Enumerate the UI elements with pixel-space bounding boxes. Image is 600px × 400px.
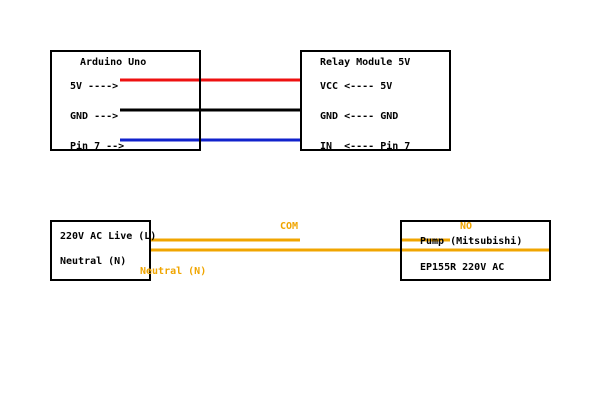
arduino-pin-7-label: Pin 7 -->	[70, 141, 125, 152]
relay-title: Relay Module 5V	[320, 57, 411, 68]
relay-in-label: IN <---- Pin 7	[320, 141, 411, 152]
arduino-uno-box: Arduino Uno 5V ----> GND ---> Pin 7 -->	[50, 50, 201, 152]
ac-source-box: 220V AC Live (L) Neutral (N)	[50, 220, 156, 281]
pump-box: Pump (Mitsubishi) EP155R 220V AC	[400, 220, 551, 281]
ac-neutral-label: Neutral (N)	[60, 256, 127, 267]
neutral-wire-label: Neutral (N)	[140, 266, 207, 277]
relay-vcc-label: VCC <---- 5V	[320, 81, 393, 92]
com-label: COM	[280, 221, 299, 232]
pump-model-label: EP155R 220V AC	[420, 262, 505, 273]
arduino-title: Arduino Uno	[80, 57, 147, 68]
relay-module-box: Relay Module 5V VCC <---- 5V GND <---- G…	[300, 50, 451, 152]
relay-gnd-label: GND <---- GND	[320, 111, 399, 122]
no-label: NO	[460, 221, 473, 232]
arduino-pin-5v-label: 5V ---->	[70, 81, 119, 92]
pump-name-label: Pump (Mitsubishi)	[420, 236, 523, 247]
ac-live-label: 220V AC Live (L)	[60, 231, 157, 242]
arduino-pin-gnd-label: GND --->	[70, 111, 119, 122]
